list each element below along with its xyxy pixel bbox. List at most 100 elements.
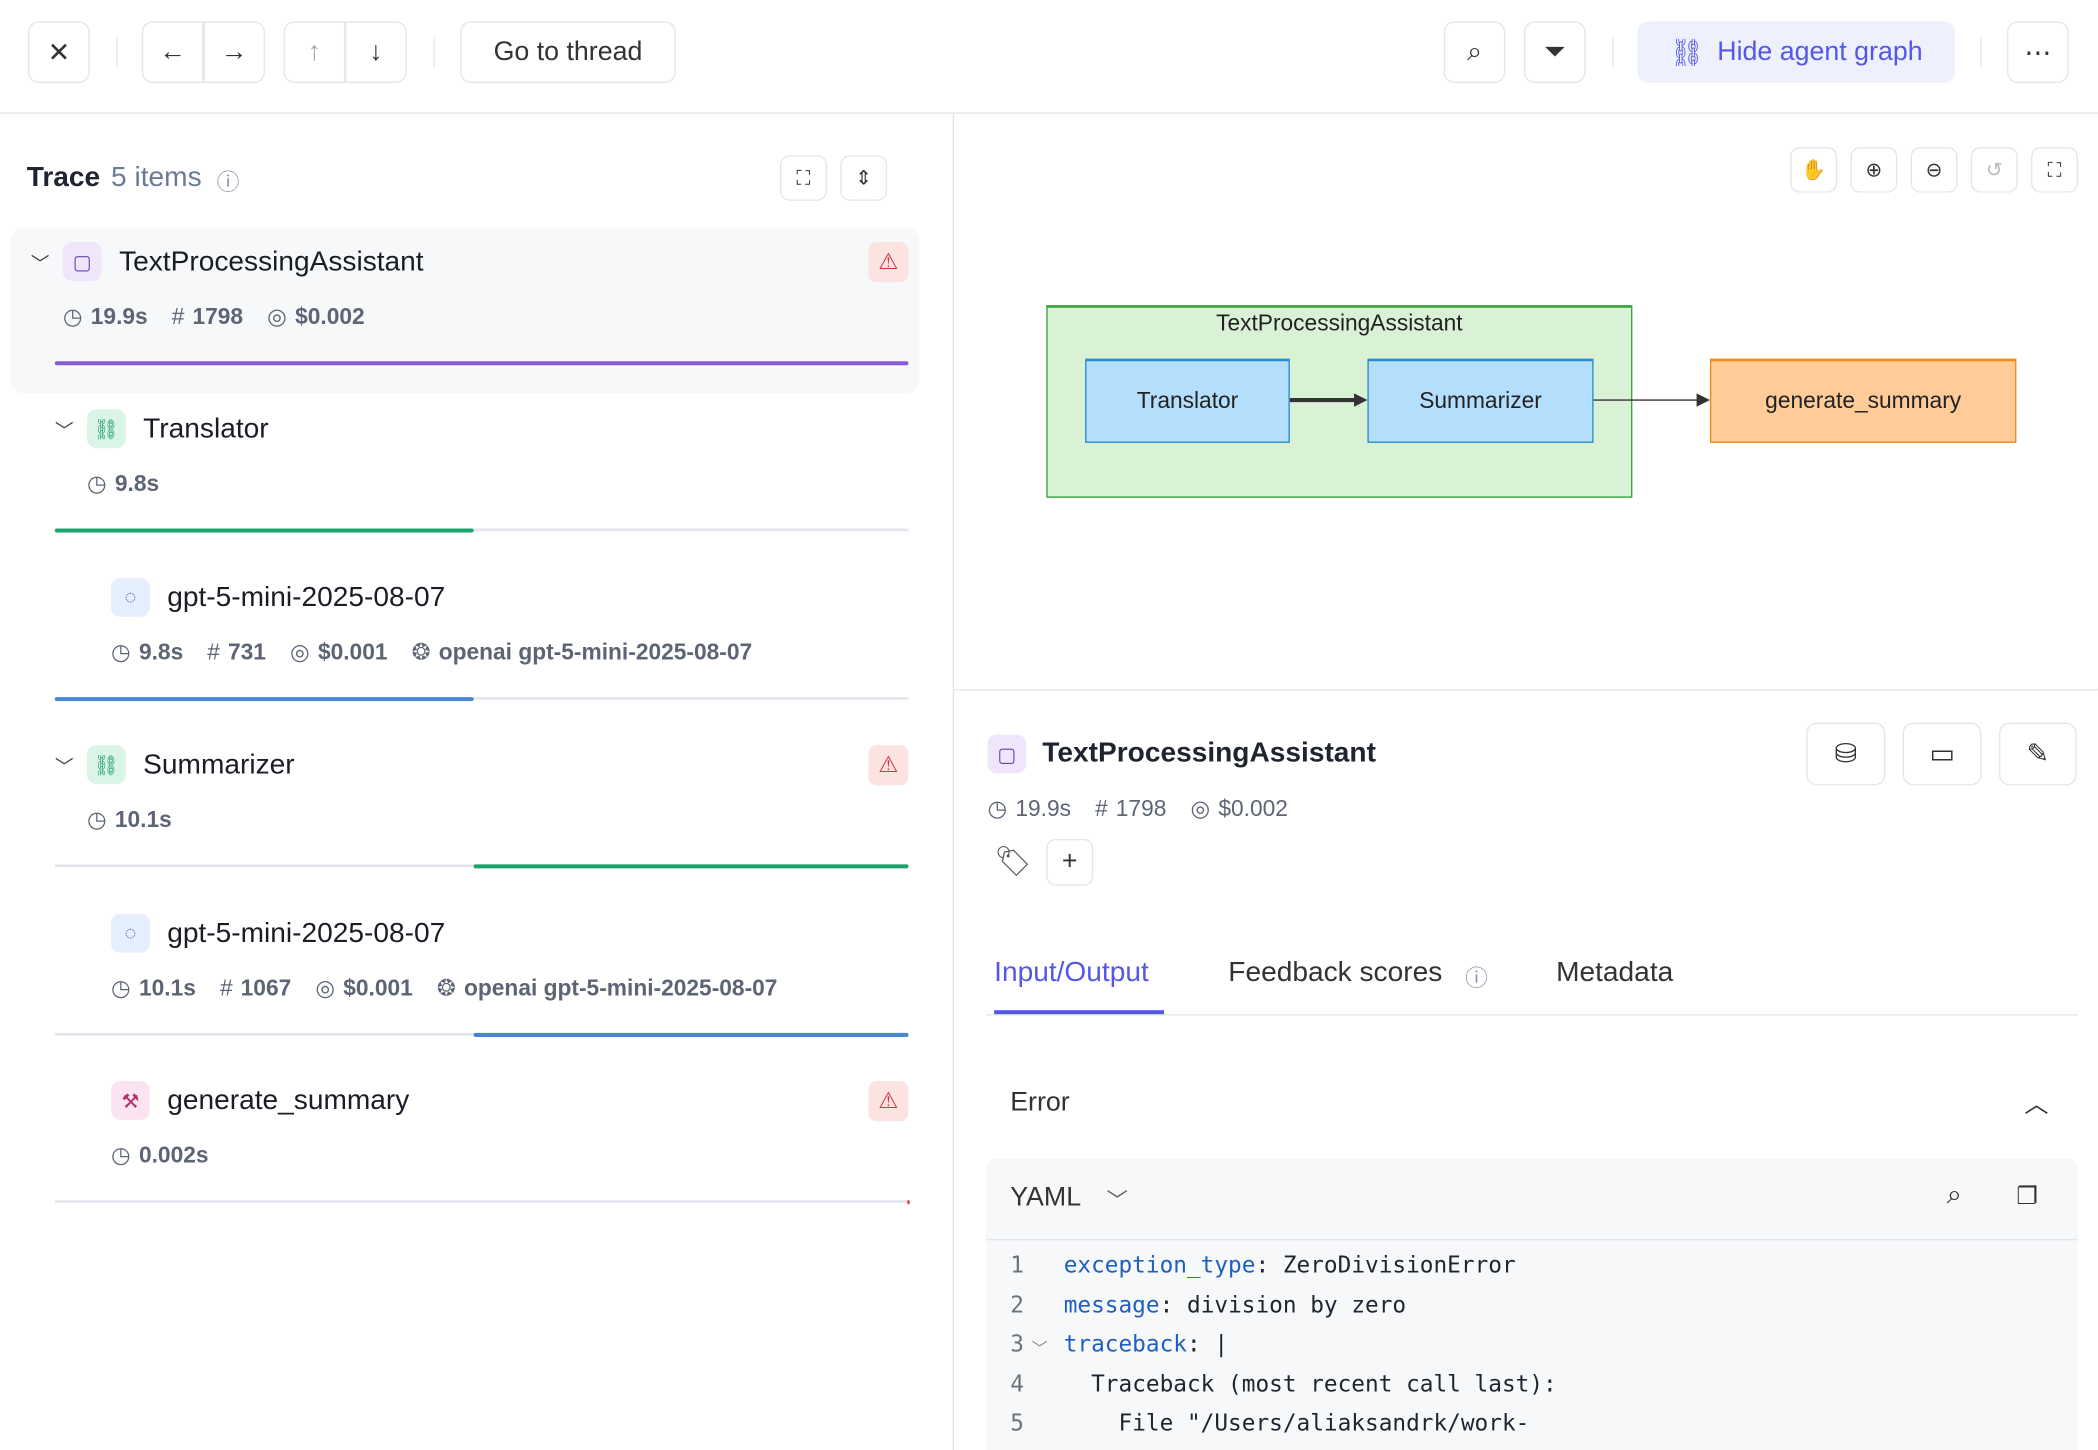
- chain-icon: ⛓: [86, 409, 126, 449]
- hide-agent-graph-button[interactable]: ⛓ Hide agent graph: [1637, 21, 1955, 83]
- coins-icon: ◎: [267, 303, 288, 330]
- agent-icon: ▢: [62, 242, 102, 281]
- warning-icon: ⚠: [868, 242, 909, 283]
- add-to-dataset-button[interactable]: ⛁: [1806, 722, 1886, 786]
- add-tag-button[interactable]: +: [1046, 838, 1094, 886]
- line-number: 5: [1010, 1410, 1024, 1438]
- fold-chevron-icon[interactable]: ﹀: [1031, 1339, 1048, 1359]
- timeline-bar: [54, 697, 474, 702]
- clock-icon: ◷: [111, 975, 131, 1001]
- down-button[interactable]: ↓: [345, 21, 407, 83]
- go-to-thread-button[interactable]: Go to thread: [460, 21, 676, 83]
- row-name: generate_summary: [167, 1085, 410, 1116]
- code-line: traceback: |: [1063, 1331, 1229, 1359]
- tab-input-output[interactable]: Input/Output: [994, 956, 1149, 988]
- annotate-button[interactable]: ✎: [1998, 722, 2077, 786]
- copy-icon[interactable]: ❐: [2016, 1182, 2038, 1210]
- filter-button[interactable]: ⏷: [1523, 21, 1586, 83]
- previous-button[interactable]: ←: [141, 21, 204, 83]
- code-line: message: division by zero: [1063, 1291, 1407, 1319]
- fullscreen-button[interactable]: ⛶: [2031, 147, 2078, 193]
- duration: 19.9s: [1015, 796, 1071, 822]
- up-button[interactable]: ↑: [283, 21, 346, 83]
- timeline-track: [54, 697, 909, 700]
- duration: 19.9s: [90, 303, 148, 330]
- arrow-down-icon: ↓: [369, 36, 383, 67]
- graph-node-summarizer[interactable]: Summarizer: [1367, 358, 1594, 443]
- row-name: Translator: [143, 413, 269, 445]
- search-icon[interactable]: ⌕: [1946, 1180, 1962, 1210]
- brain-icon: ❂: [436, 975, 456, 1001]
- line-number: 2: [1010, 1291, 1024, 1319]
- collapse-icon: ⇕: [855, 167, 873, 190]
- more-button[interactable]: ⋯: [2007, 21, 2069, 83]
- arrow-right-icon: →: [220, 36, 248, 67]
- timeline-bar: [473, 1032, 909, 1037]
- database-plus-icon: ⛁: [1834, 739, 1857, 770]
- chevron-down-icon[interactable]: ﹀: [30, 252, 50, 275]
- coins-icon: ◎: [315, 975, 336, 1001]
- chevron-up-icon[interactable]: ︿: [2024, 1090, 2049, 1118]
- trace-count: 5 items: [111, 161, 202, 193]
- reset-icon: ↺: [1985, 159, 2003, 182]
- tokens: 731: [228, 639, 266, 665]
- error-section-title[interactable]: Error: [1010, 1087, 1070, 1118]
- zoom-out-icon: ⊖: [1925, 159, 1943, 182]
- clock-icon: ◷: [86, 806, 107, 833]
- code-block: YAML ﹀ ⌕ ❐ 1 exception_type: ZeroDivision…: [986, 1158, 2078, 1450]
- clock-icon: ◷: [987, 796, 1008, 822]
- duration: 9.8s: [114, 470, 160, 497]
- reset-button[interactable]: ↺: [1970, 147, 2018, 193]
- cost: $0.002: [295, 303, 365, 330]
- warning-icon: ⚠: [868, 745, 909, 786]
- hash-icon: #: [207, 639, 220, 665]
- trace-title: Trace: [26, 161, 101, 193]
- hide-agent-graph-label: Hide agent graph: [1717, 36, 1923, 67]
- row-name: gpt-5-mini-2025-08-07: [167, 917, 446, 949]
- tab-feedback-scores[interactable]: Feedback scores: [1228, 956, 1443, 988]
- comment-button[interactable]: ▭: [1902, 722, 1982, 786]
- graph-node-generate-summary[interactable]: generate_summary: [1709, 358, 2017, 443]
- timeline-track: [54, 1200, 909, 1203]
- info-icon: ⓘ: [216, 169, 240, 196]
- clock-icon: ◷: [111, 639, 131, 665]
- timeline-bar: [54, 528, 474, 533]
- next-button[interactable]: →: [203, 21, 265, 83]
- llm-icon: ◌: [111, 913, 150, 953]
- close-button[interactable]: ✕: [28, 21, 90, 83]
- timeline-bar: [907, 1200, 911, 1205]
- line-number: 1: [1010, 1252, 1024, 1280]
- cost: $0.001: [343, 975, 413, 1001]
- hash-icon: #: [1095, 796, 1108, 822]
- expand-all-button[interactable]: ⛶: [780, 155, 827, 201]
- chevron-down-icon[interactable]: ﹀: [54, 755, 74, 778]
- line-number: 4: [1010, 1370, 1024, 1398]
- graph-node-translator[interactable]: Translator: [1085, 358, 1290, 443]
- hand-icon: ✋: [1801, 159, 1827, 182]
- tokens: 1798: [1115, 796, 1167, 822]
- active-tab-underline: [994, 1010, 1165, 1015]
- zoom-out-button[interactable]: ⊖: [1910, 147, 1958, 193]
- trace-row-selected[interactable]: [10, 227, 920, 394]
- cost: $0.001: [317, 639, 388, 665]
- format-select[interactable]: YAML: [1010, 1182, 1082, 1213]
- timeline-bar: [54, 361, 909, 366]
- hash-icon: #: [171, 303, 185, 330]
- timeline-track: [54, 528, 909, 532]
- collapse-all-button[interactable]: ⇕: [840, 155, 888, 201]
- duration: 10.1s: [138, 975, 196, 1001]
- search-button[interactable]: ⌕: [1443, 21, 1506, 83]
- agent-graph-icon: ⛓: [1669, 38, 1704, 68]
- zoom-in-button[interactable]: ⊕: [1850, 147, 1898, 193]
- chevron-down-icon[interactable]: ﹀: [1106, 1190, 1128, 1214]
- row-name: TextProcessingAssistant: [119, 246, 424, 277]
- coins-icon: ◎: [1190, 796, 1211, 822]
- chevron-down-icon[interactable]: ﹀: [54, 420, 74, 442]
- hash-icon: #: [219, 975, 233, 1001]
- tab-metadata[interactable]: Metadata: [1556, 956, 1674, 988]
- code-line: exception_type: ZeroDivisionError: [1063, 1252, 1516, 1280]
- pan-button[interactable]: ✋: [1790, 147, 1838, 193]
- line-number: 3: [1010, 1331, 1024, 1359]
- fullscreen-icon: ⛶: [2047, 158, 2062, 182]
- close-icon: ✕: [47, 38, 71, 68]
